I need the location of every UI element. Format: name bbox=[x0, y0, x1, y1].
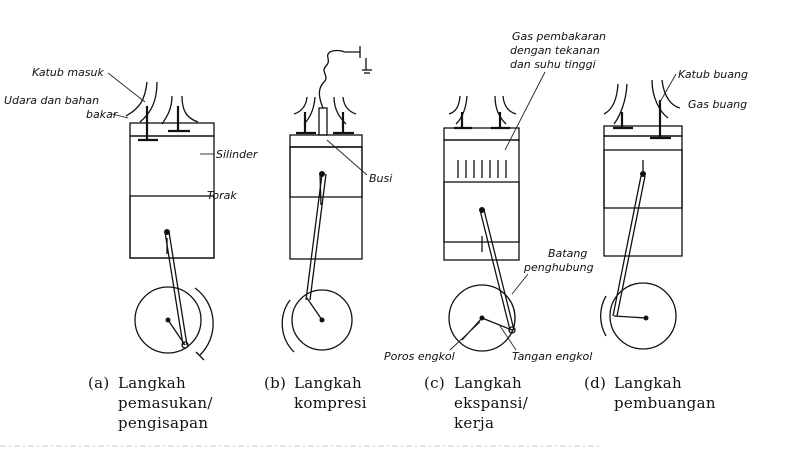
leader-katub-buang bbox=[659, 73, 677, 103]
caption-a-line1: Langkah bbox=[118, 374, 186, 392]
connecting-rod bbox=[479, 209, 511, 331]
exhaust-port-line bbox=[181, 95, 199, 123]
crank-arm bbox=[481, 317, 513, 331]
spark-plug-wire bbox=[318, 49, 360, 109]
cylinder-head bbox=[289, 134, 363, 148]
caption-c: (c) Langkah ekspansi/ kerja bbox=[424, 374, 529, 432]
engine-compression bbox=[281, 46, 372, 353]
caption-b: (b) Langkah kompresi bbox=[264, 374, 367, 412]
piston bbox=[289, 146, 363, 198]
spark-plug bbox=[318, 107, 328, 136]
caption-a-line2: pemasukan/ bbox=[118, 394, 213, 412]
label-tangan-engkol: Tangan engkol bbox=[512, 350, 592, 363]
intake-port-line bbox=[125, 81, 148, 117]
label-busi: Busi bbox=[369, 172, 392, 185]
leader-batang bbox=[511, 273, 529, 295]
label-gas-line3: dan suhu tinggi bbox=[510, 58, 596, 71]
cylinder bbox=[289, 146, 363, 260]
engine-exhaust bbox=[599, 79, 683, 350]
exhaust-port-line bbox=[333, 96, 347, 125]
intake-port-line bbox=[603, 83, 619, 115]
caption-a-letter: (a) bbox=[88, 374, 110, 392]
caption-c-line3: kerja bbox=[454, 414, 494, 432]
caption-d-line2: pembuangan bbox=[614, 394, 716, 412]
crank-circle bbox=[291, 289, 353, 351]
connecting-rod bbox=[483, 209, 515, 331]
crank-arm bbox=[613, 315, 647, 319]
intake-port-line bbox=[455, 95, 468, 125]
intake-port-line bbox=[613, 83, 628, 125]
label-silinder: Silinder bbox=[216, 148, 259, 161]
piston bbox=[603, 149, 683, 209]
cylinder bbox=[603, 135, 683, 257]
label-udara-line2: bakar bbox=[86, 108, 119, 121]
intake-port-line bbox=[139, 81, 158, 123]
intake-port-line bbox=[448, 95, 461, 115]
caption-c-letter: (c) bbox=[424, 374, 445, 392]
leader-katub-masuk bbox=[107, 72, 146, 103]
caption-b-letter: (b) bbox=[264, 374, 286, 392]
piston bbox=[129, 195, 215, 259]
engine-power bbox=[443, 95, 520, 352]
caption-d-letter: (d) bbox=[584, 374, 606, 392]
connecting-rod bbox=[305, 173, 323, 301]
leader-tangan bbox=[499, 325, 517, 351]
label-batang-line2: penghubung bbox=[523, 261, 594, 274]
label-udara-line1: Udara dan bahan bbox=[4, 94, 99, 107]
crank-circle bbox=[134, 286, 202, 354]
label-gas-line2: dengan tekanan bbox=[510, 44, 600, 57]
cylinder-head bbox=[129, 122, 215, 137]
label-gas-line1: Gas pembakaran bbox=[512, 30, 606, 43]
cylinder-head bbox=[443, 127, 520, 141]
leader-poros bbox=[449, 321, 481, 351]
exhaust-port-line bbox=[494, 95, 507, 125]
engine-intake bbox=[125, 81, 215, 361]
label-katub-buang: Katub buang bbox=[678, 68, 748, 81]
crank-arm bbox=[167, 319, 186, 346]
leader-busi bbox=[326, 139, 368, 176]
crank-circle bbox=[448, 284, 516, 352]
leader-gas bbox=[504, 71, 546, 151]
connecting-rod bbox=[612, 175, 642, 317]
connecting-rod bbox=[164, 231, 184, 346]
rotation-arrow bbox=[599, 295, 607, 337]
crank-circle bbox=[609, 282, 677, 350]
rotation-arrow-head bbox=[195, 351, 205, 361]
caption-d-line1: Langkah bbox=[614, 374, 682, 392]
label-poros-engkol: Poros engkol bbox=[384, 350, 455, 363]
rotation-arrow bbox=[281, 299, 295, 353]
label-katub-masuk: Katub masuk bbox=[32, 66, 104, 79]
exhaust-port-line bbox=[342, 96, 357, 115]
caption-b-line1: Langkah bbox=[294, 374, 362, 392]
label-batang-line1: Batang bbox=[548, 247, 587, 260]
connecting-rod bbox=[309, 173, 327, 301]
leader-udara bbox=[111, 113, 129, 119]
exhaust-port-line bbox=[502, 95, 517, 115]
exhaust-port-line bbox=[651, 79, 669, 119]
caption-c-line1: Langkah bbox=[454, 374, 522, 392]
crank-pin bbox=[508, 326, 516, 334]
caption-c-line2: ekspansi/ bbox=[454, 394, 529, 412]
connecting-rod bbox=[616, 175, 646, 317]
intake-port-line bbox=[293, 96, 308, 115]
label-torak: Torak bbox=[207, 189, 237, 202]
exhaust-port-line bbox=[661, 79, 681, 109]
rotation-arrow bbox=[194, 287, 214, 356]
crank-arm bbox=[306, 297, 323, 321]
caption-b-line2: kompresi bbox=[294, 394, 367, 412]
exhaust-port-line bbox=[161, 95, 173, 125]
caption-a-line3: pengisapan bbox=[118, 414, 208, 432]
caption-a: (a) Langkah pemasukan/ pengisapan bbox=[88, 374, 213, 432]
caption-d: (d) Langkah pembuangan bbox=[584, 374, 716, 412]
crank-pin bbox=[181, 341, 189, 349]
label-gas-buang: Gas buang bbox=[688, 98, 747, 111]
